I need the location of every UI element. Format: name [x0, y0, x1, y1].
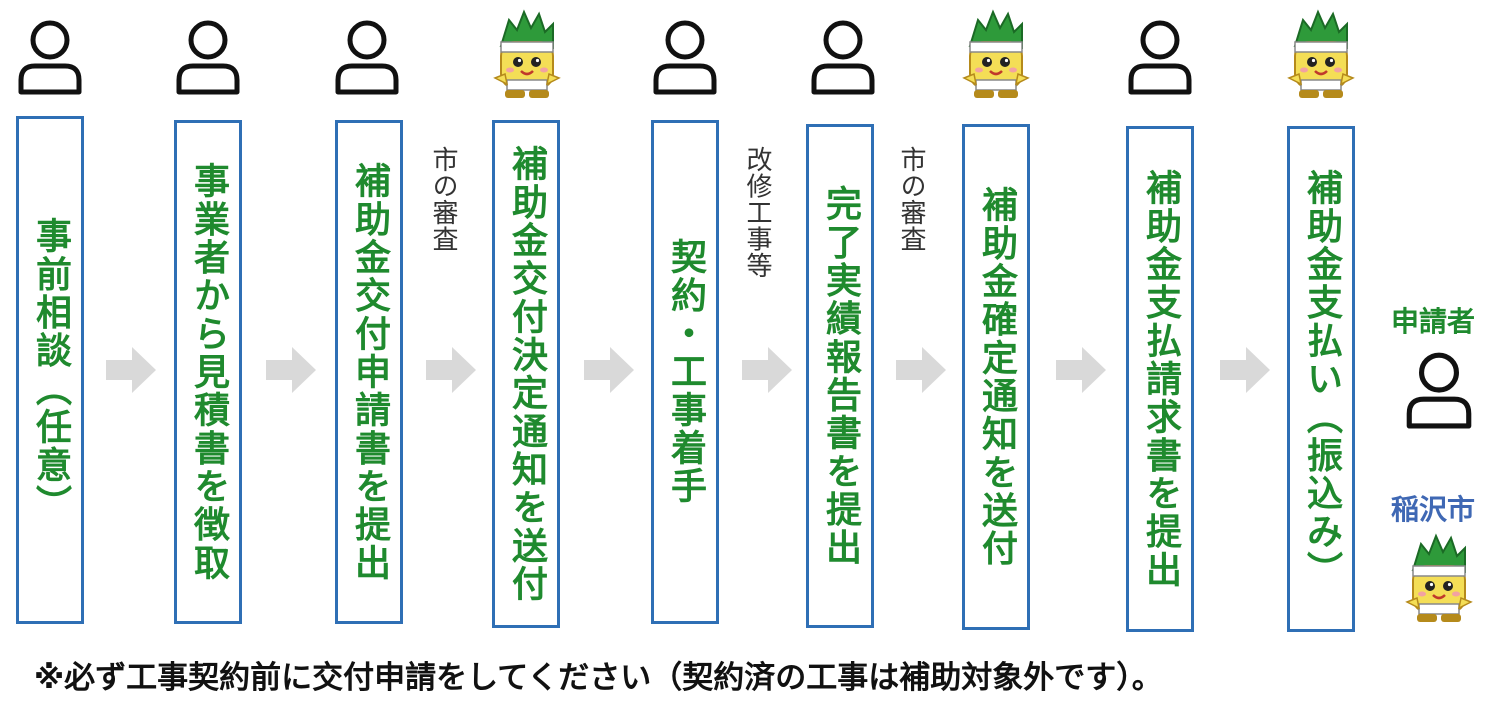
- note-city-review-1: 市の審査: [428, 146, 458, 253]
- person-outline-icon: [811, 20, 875, 95]
- actor-icon-step-6: [808, 18, 878, 96]
- arrow-right-icon: [896, 347, 946, 393]
- step-3-text: 補助金交付申請書を提出: [349, 162, 390, 582]
- arrow-right-icon: [106, 347, 156, 393]
- arrow-right-icon: [1056, 347, 1106, 393]
- mascot-icon: [493, 9, 561, 98]
- step-5-text: 契約・工事着手: [665, 238, 706, 506]
- legend-applicant-icon: [1403, 350, 1475, 430]
- step-1-text: 事前相談（任意）: [30, 217, 71, 523]
- arrow-right-icon: [742, 347, 792, 393]
- step-5-box: 契約・工事着手: [651, 120, 719, 624]
- step-4-box: 補助金交付決定通知を送付: [492, 120, 560, 628]
- mascot-icon: [962, 9, 1030, 98]
- step-9-box: 補助金支払い（振込み）: [1287, 126, 1355, 632]
- actor-icon-step-8: [1125, 18, 1195, 96]
- arrow-right-icon: [584, 347, 634, 393]
- actor-icon-step-4: [491, 8, 563, 106]
- person-outline-icon: [176, 20, 240, 95]
- step-6-box: 完了実績報告書を提出: [806, 124, 874, 628]
- step-9-text: 補助金支払い（振込み）: [1301, 169, 1342, 589]
- step-1-box: 事前相談（任意）: [16, 116, 84, 624]
- mascot-icon: [1405, 533, 1473, 622]
- actor-icon-step-2: [173, 18, 243, 96]
- step-8-box: 補助金支払請求書を提出: [1126, 126, 1194, 632]
- legend-applicant-label: 申請者: [1391, 305, 1476, 338]
- step-4-text: 補助金交付決定通知を送付: [506, 145, 547, 603]
- footer-note: ※必ず工事契約前に交付申請をしてください（契約済の工事は補助対象外です）。: [34, 660, 1163, 696]
- person-outline-icon: [653, 20, 717, 95]
- step-8-text: 補助金支払請求書を提出: [1140, 169, 1181, 589]
- person-outline-icon: [1406, 352, 1472, 429]
- arrow-right-icon: [426, 347, 476, 393]
- step-2-text: 事業者から見積書を徴取: [188, 162, 229, 582]
- actor-icon-step-5: [650, 18, 720, 96]
- legend-city-label: 稲沢市: [1391, 493, 1476, 526]
- step-2-box: 事業者から見積書を徴取: [174, 120, 242, 624]
- actor-icon-step-3: [332, 18, 402, 96]
- step-3-box: 補助金交付申請書を提出: [335, 120, 403, 624]
- note-city-review-2: 市の審査: [896, 146, 926, 253]
- note-renovation-work: 改修工事等: [742, 146, 772, 279]
- actor-icon-step-1: [15, 18, 85, 96]
- step-7-box: 補助金確定通知を送付: [962, 124, 1030, 630]
- actor-icon-step-9: [1285, 8, 1357, 106]
- mascot-icon: [1287, 9, 1355, 98]
- person-outline-icon: [335, 20, 399, 95]
- legend-city-icon: [1403, 532, 1475, 630]
- arrow-right-icon: [1220, 347, 1270, 393]
- arrow-right-icon: [266, 347, 316, 393]
- person-outline-icon: [1128, 20, 1192, 95]
- step-6-text: 完了実績報告書を提出: [820, 185, 861, 567]
- step-7-text: 補助金確定通知を送付: [976, 186, 1017, 568]
- actor-icon-step-7: [960, 8, 1032, 106]
- person-outline-icon: [18, 20, 82, 95]
